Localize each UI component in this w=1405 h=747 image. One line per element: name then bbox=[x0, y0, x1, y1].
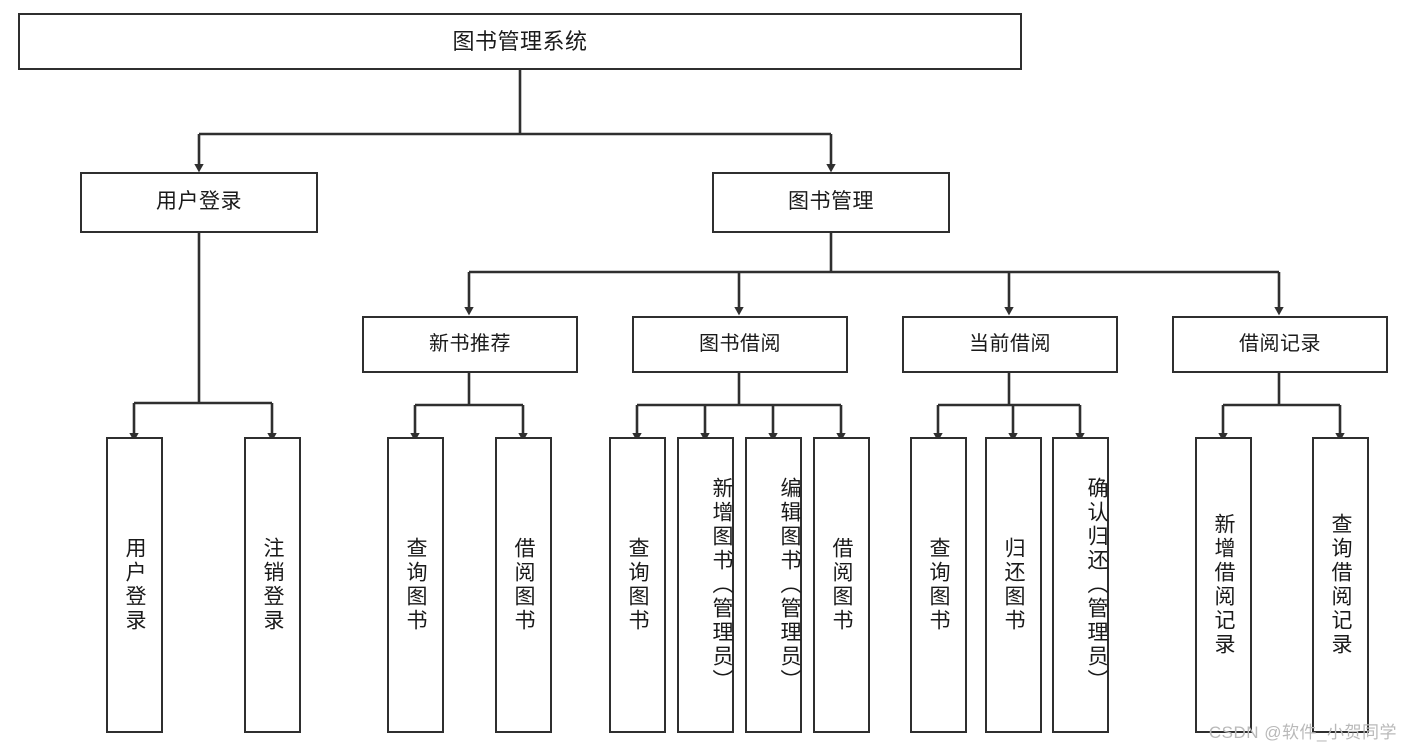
node-current-borrow-label: 当前借阅 bbox=[969, 332, 1051, 355]
leaf-current-borrow-query[interactable]: 查询图书 bbox=[910, 437, 967, 733]
leaf-book-borrow-add[interactable]: 新增图书（管理员） bbox=[677, 437, 734, 733]
leaf-label: 新增图书（管理员） bbox=[710, 477, 733, 693]
leaf-user-login-logout[interactable]: 注销登录 bbox=[244, 437, 301, 733]
node-user-login[interactable]: 用户登录 bbox=[80, 172, 318, 233]
node-book-borrow-label: 图书借阅 bbox=[699, 332, 781, 355]
node-borrow-record[interactable]: 借阅记录 bbox=[1172, 316, 1388, 373]
node-borrow-record-label: 借阅记录 bbox=[1239, 332, 1321, 355]
node-current-borrow[interactable]: 当前借阅 bbox=[902, 316, 1118, 373]
leaf-book-borrow-borrow[interactable]: 借阅图书 bbox=[813, 437, 870, 733]
leaf-label: 查询图书 bbox=[626, 537, 649, 633]
leaf-current-borrow-return[interactable]: 归还图书 bbox=[985, 437, 1042, 733]
leaf-user-login-login[interactable]: 用户登录 bbox=[106, 437, 163, 733]
leaf-label: 用户登录 bbox=[123, 537, 146, 633]
leaf-label: 借阅图书 bbox=[512, 537, 535, 633]
node-user-login-label: 用户登录 bbox=[156, 190, 242, 214]
leaf-borrow-record-add[interactable]: 新增借阅记录 bbox=[1195, 437, 1252, 733]
leaf-label: 查询图书 bbox=[404, 537, 427, 633]
leaf-label: 查询图书 bbox=[927, 537, 950, 633]
leaf-book-borrow-edit[interactable]: 编辑图书（管理员） bbox=[745, 437, 802, 733]
leaf-label: 新增借阅记录 bbox=[1212, 513, 1235, 657]
node-root[interactable]: 图书管理系统 bbox=[18, 13, 1022, 70]
leaf-new-book-borrow[interactable]: 借阅图书 bbox=[495, 437, 552, 733]
csdn-watermark: CSDN @软件_小贺同学 bbox=[1208, 723, 1397, 742]
leaf-borrow-record-query[interactable]: 查询借阅记录 bbox=[1312, 437, 1369, 733]
leaf-label: 确认归还（管理员） bbox=[1085, 477, 1108, 693]
node-new-book-recommend[interactable]: 新书推荐 bbox=[362, 316, 578, 373]
node-book-borrow[interactable]: 图书借阅 bbox=[632, 316, 848, 373]
node-book-management-label: 图书管理 bbox=[788, 190, 874, 214]
leaf-new-book-query[interactable]: 查询图书 bbox=[387, 437, 444, 733]
node-root-label: 图书管理系统 bbox=[452, 28, 588, 54]
leaf-current-borrow-confirm-return[interactable]: 确认归还（管理员） bbox=[1052, 437, 1109, 733]
node-new-book-recommend-label: 新书推荐 bbox=[429, 332, 511, 355]
leaf-book-borrow-query[interactable]: 查询图书 bbox=[609, 437, 666, 733]
leaf-label: 注销登录 bbox=[261, 537, 284, 633]
leaf-label: 查询借阅记录 bbox=[1329, 513, 1352, 657]
leaf-label: 归还图书 bbox=[1002, 537, 1025, 633]
node-book-management[interactable]: 图书管理 bbox=[712, 172, 950, 233]
leaf-label: 编辑图书（管理员） bbox=[778, 477, 801, 693]
leaf-label: 借阅图书 bbox=[830, 537, 853, 633]
